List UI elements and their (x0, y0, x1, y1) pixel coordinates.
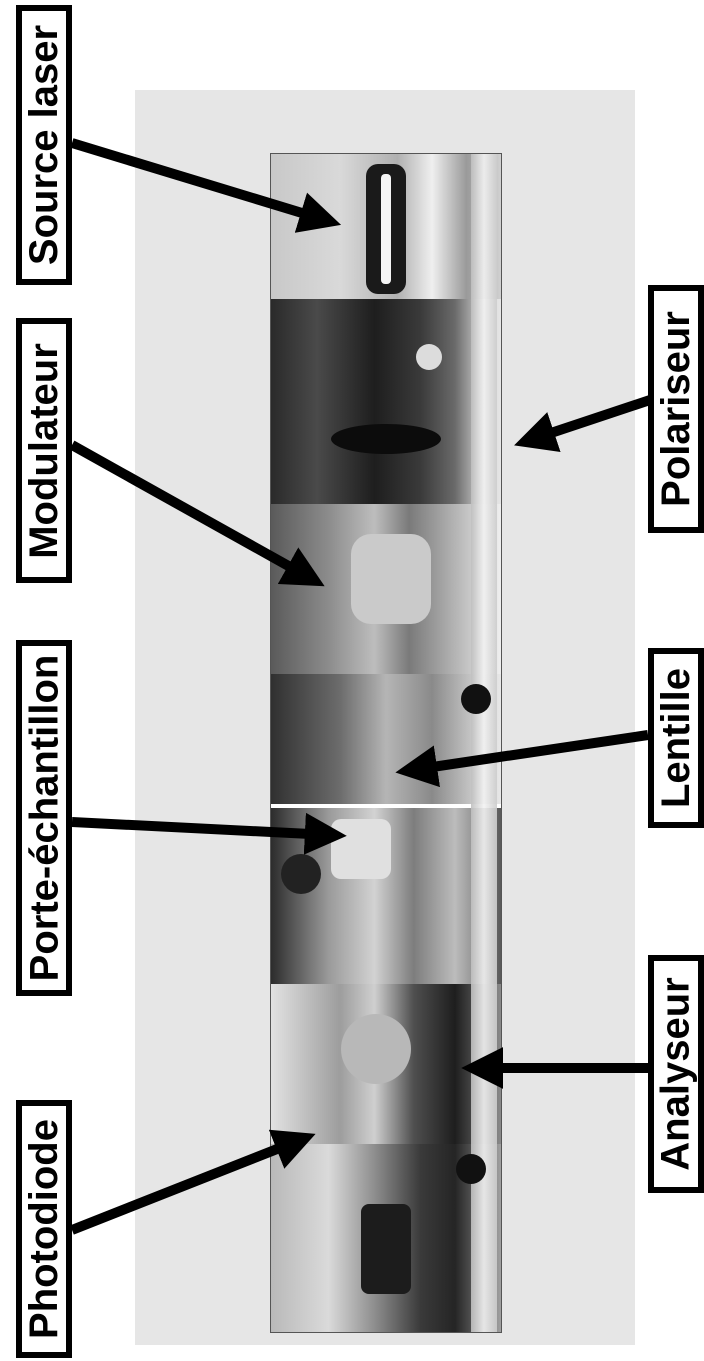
label-photodiode: Photodiode (16, 1100, 72, 1358)
arrow-photodiode (70, 1129, 316, 1235)
sample-knob (281, 854, 321, 894)
label-lentille: Lentille (648, 648, 704, 828)
label-analyseur: Analyseur (648, 955, 704, 1193)
laser-tube-highlight (381, 174, 391, 284)
label-source-laser: Source laser (16, 5, 72, 285)
label-porte-echantillon: Porte-échantillon (16, 640, 72, 996)
analyzer-lens (341, 1014, 411, 1084)
photodiode-housing (361, 1204, 411, 1294)
polarizer-mount (331, 424, 441, 454)
optical-rail (471, 154, 497, 1332)
arrow-lentille (395, 730, 649, 788)
arrow-source-laser (70, 138, 342, 233)
arrow-polariseur (514, 395, 652, 452)
lens-knob (461, 684, 491, 714)
label-polariseur: Polariseur (648, 285, 704, 533)
optical-bench-photo (270, 153, 502, 1333)
modulator-body (351, 534, 431, 624)
polarizer-knob (416, 344, 442, 370)
label-modulateur: Modulateur (16, 318, 72, 583)
arrow-porte-echantillon (71, 812, 347, 855)
photo-seam (271, 804, 501, 808)
analyzer-knob (456, 1154, 486, 1184)
arrow-modulateur (69, 440, 325, 587)
photo-region-polarizer (271, 299, 501, 504)
